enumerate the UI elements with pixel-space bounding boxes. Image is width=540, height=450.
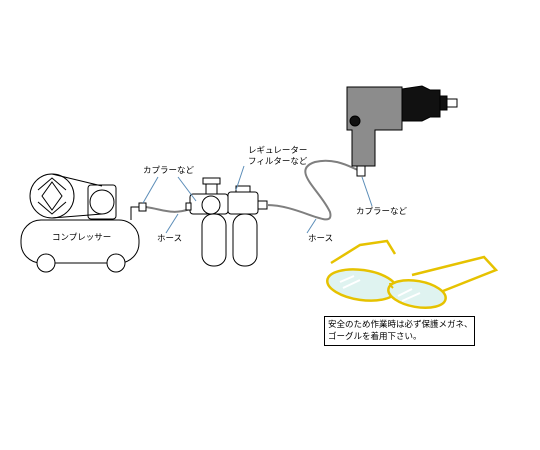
leader-regulator (235, 165, 245, 191)
compressor-diamond (41, 181, 63, 211)
compressor-pulley-small (89, 189, 115, 215)
air-tool-trigger (349, 115, 361, 127)
safety-note-line1: 安全のため作業時は必ず保護メガネ、 (328, 320, 473, 330)
leader-hose-left (165, 213, 179, 234)
safety-goggles (326, 239, 499, 310)
coupler-left (138, 202, 147, 212)
compressor-illustration (20, 173, 140, 273)
compressor-outlet-pipe (130, 206, 139, 220)
regulator-filter-unit (185, 177, 268, 267)
air-tool-head (401, 85, 441, 122)
hose-right (266, 159, 359, 221)
regulator-bowl (201, 213, 227, 267)
goggles-temple-right (411, 255, 499, 295)
leader-lines (142, 165, 373, 234)
safety-note: 安全のため作業時は必ず保護メガネ、 ゴーグルを着用下さい。 (324, 316, 475, 346)
leader-coupler-right (361, 176, 373, 207)
coupler-left-label: カプラーなど (143, 166, 195, 176)
leader-coupler-left-b (177, 176, 197, 202)
regulator-label-line1: レギュレーター (248, 146, 308, 156)
leader-coupler-left-a (142, 176, 159, 204)
air-tool-anvil (439, 95, 448, 111)
coupler-right-label: カプラーなど (356, 207, 408, 217)
hose-right-label: ホース (308, 234, 334, 244)
hose-left (145, 206, 191, 213)
compressor-label: コンプレッサー (52, 233, 112, 243)
filter-bowl (232, 213, 258, 267)
filter-head (227, 191, 259, 215)
air-tool-body (346, 86, 403, 167)
hose-left-label: ホース (157, 234, 183, 244)
goggles-temple-left (330, 239, 397, 265)
compressor-belt (51, 173, 103, 219)
goggles-lens-left (326, 268, 398, 302)
compressor-wheel-left (36, 253, 56, 273)
air-tool-tip (446, 98, 458, 108)
compressor-tank (20, 219, 140, 264)
regulator-label-line2: フィルターなど (248, 157, 308, 167)
coupler-right (356, 165, 366, 177)
air-tool-illustration (346, 85, 458, 167)
safety-note-line2: ゴーグルを着用下さい。 (328, 332, 422, 342)
leader-hose-right (306, 218, 317, 234)
compressor-wheel-right (106, 253, 126, 273)
